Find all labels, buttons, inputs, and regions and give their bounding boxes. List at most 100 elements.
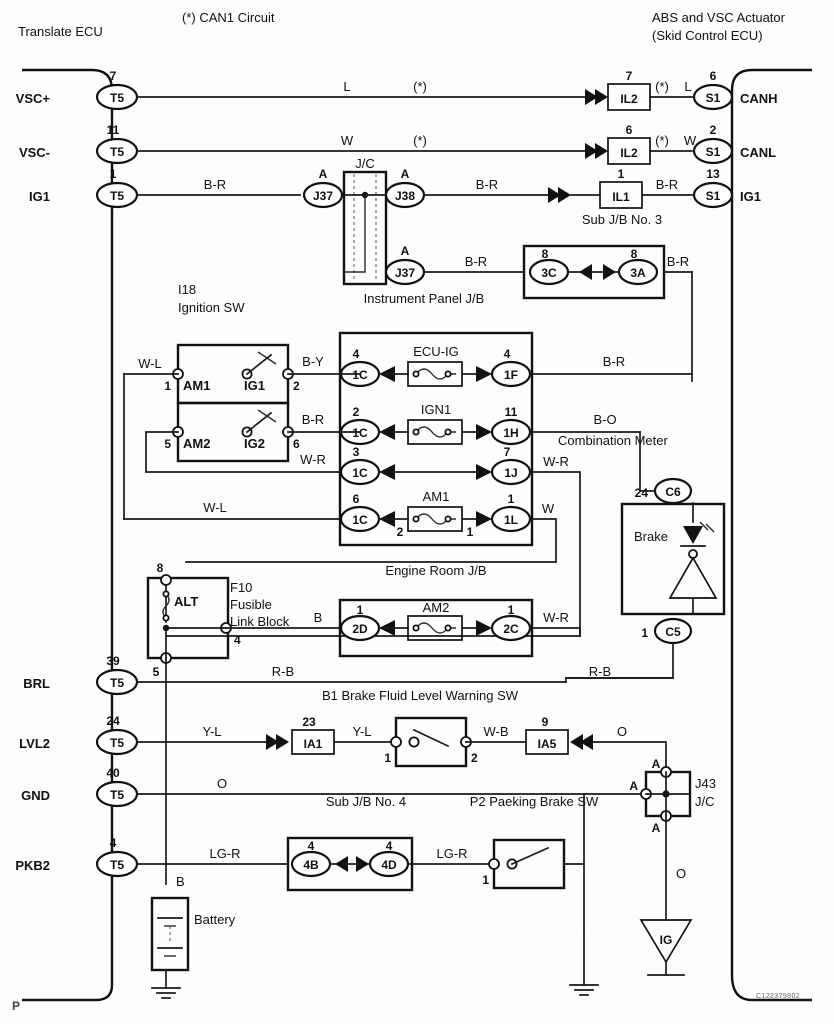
alt-link-symbol: [162, 593, 170, 619]
pbsw-pin-1: [488, 858, 500, 870]
wire-label-lvl2-o: O: [617, 724, 627, 739]
connector-4d-label: 4D: [381, 858, 397, 872]
subjb3-il2-bottom-pin: 6: [626, 123, 633, 137]
joint-ia5-pin: 9: [542, 715, 549, 729]
bfsw-pin-1: [390, 736, 402, 748]
arrow-ig1-a: [548, 187, 561, 203]
wire-label-ig1-mid: B-R: [476, 177, 498, 192]
connector-3c-pin: 8: [542, 247, 549, 261]
arrow-vscplus-a: [585, 89, 598, 105]
document-code: C122379802: [756, 993, 800, 1000]
pbsw-pin-1-label: 1: [482, 873, 489, 887]
jb-2c-label: 2C: [503, 622, 519, 636]
flb-pin-4: 4: [234, 633, 241, 647]
connector-j37-top: [302, 181, 344, 209]
ig-ground-label: IG: [660, 933, 673, 947]
arrow-3c-in: [579, 264, 592, 280]
left-pin-ig1: 1: [110, 167, 117, 181]
arrow-vscplus-b: [595, 89, 608, 105]
jb-1j-label: 1J: [504, 466, 517, 480]
arrow-3a-in: [603, 264, 616, 280]
ignition-contact-2-blade-edge: [257, 409, 277, 423]
arrow-lvl2-b: [276, 734, 289, 750]
wire-label-br-ign: B-R: [302, 412, 324, 427]
ignition-am1-label: AM1: [183, 378, 210, 393]
engine-room-jb-box: [338, 331, 534, 547]
arrow-ia5-b: [580, 734, 593, 750]
left-ecu-title: Translate ECU: [18, 24, 103, 39]
jb-1l-pin: 1: [508, 492, 515, 506]
meter-c5-label: C5: [665, 625, 681, 639]
left-connector-vscminus-name: T5: [110, 145, 124, 159]
right-connector-canl-name: S1: [706, 145, 721, 159]
connector-3c-label: 3C: [541, 266, 557, 280]
ignition-am1-pin: 1: [164, 379, 171, 393]
left-terminal-label-gnd: GND: [21, 788, 50, 803]
combination-meter-box: [620, 502, 726, 616]
fusible-link-block-box: [146, 576, 230, 660]
brake-led-ray1: [705, 523, 715, 533]
wire-label-2c-out: W-R: [543, 610, 569, 625]
meter-c6-label: C6: [665, 485, 681, 499]
right-ecu-title-line2: (Skid Control ECU): [652, 28, 763, 43]
arrow-jb-row4-right: [476, 511, 492, 527]
flb-caption-line1: Fusible: [230, 597, 272, 612]
right-ecu-body: [730, 68, 812, 1002]
connector-4d-pin: 4: [386, 839, 393, 853]
jb-2c-pin: 1: [508, 603, 515, 617]
flb-id: F10: [230, 580, 252, 595]
connector-j37-top-label: J37: [313, 189, 333, 203]
wire-label-1l-out: W: [542, 501, 555, 516]
right-connector-canh-name: S1: [706, 91, 721, 105]
wire-label-by: B-Y: [302, 354, 324, 369]
left-connector-lvl2-name: T5: [110, 736, 124, 750]
arrow-vscminus-a: [585, 143, 598, 159]
jb-fuse-ecuig-pt-l: [412, 370, 420, 378]
jb-1h-label: 1H: [503, 426, 518, 440]
wire-label-canl: W: [684, 133, 697, 148]
connector-j38-code: A: [401, 167, 410, 181]
wire-label-1f-out: B-R: [603, 354, 625, 369]
left-pin-lvl2: 24: [106, 714, 120, 728]
jb-2d-label: 2D: [352, 622, 368, 636]
ignition-contact-1-box: [176, 343, 290, 405]
bfsw-blade: [412, 728, 450, 748]
jb-fuse-am1-pt-r: [444, 515, 452, 523]
wire-label-vscminus-star: (*): [413, 133, 427, 148]
right-pin-canl: 2: [710, 123, 717, 137]
arrow-ig1-b: [558, 187, 571, 203]
wire-label-1h-out: B-O: [593, 412, 616, 427]
jb-2d-pin: 1: [357, 603, 364, 617]
corner-mark: P: [12, 999, 20, 1013]
right-connector-canh: [692, 83, 734, 111]
left-pin-pkb2: 4: [110, 836, 117, 850]
arrow-jb-row3-right: [476, 464, 492, 480]
ignition-am2-pin: 5: [164, 437, 171, 451]
bfsw-pin-2-label: 2: [471, 751, 478, 765]
jb-1c-row3-label: 1C: [352, 466, 368, 480]
jb-fuse-symbol-am2: [415, 622, 456, 634]
wire-label-lvl2-out: Y-L: [202, 724, 221, 739]
meter-amp-triangle: [668, 556, 718, 599]
connector-j38-label: J38: [395, 189, 415, 203]
j43-label-line1: J43: [695, 776, 716, 791]
wire-label-1j-out: W-R: [543, 454, 569, 469]
jb-fuse-label-ign1: IGN1: [421, 402, 451, 417]
wire-label-vscminus-left: W: [341, 133, 354, 148]
left-terminal-label-vscplus: VSC+: [16, 91, 51, 106]
joint-ia5-label: IA5: [538, 737, 557, 751]
wire-label-ig1-right: B-R: [656, 177, 678, 192]
right-connector-canl: [692, 137, 734, 165]
jb-fuse-symbol-am1: [415, 513, 456, 525]
flb-pin-5: 5: [153, 665, 160, 679]
alt-node-top: [162, 590, 170, 598]
wire-label-brl-out: R-B: [272, 664, 294, 679]
combination-meter-caption: Combination Meter: [558, 433, 668, 448]
jb-fuse-label-am2: AM2: [423, 600, 450, 615]
left-pin-vscplus: 7: [110, 69, 117, 83]
jb-fuse-am1-pin-left: 2: [397, 525, 404, 539]
wire-label-wl-row4: W-L: [203, 500, 227, 515]
jc-label: J/C: [355, 156, 375, 171]
j43-code-top: A: [652, 757, 661, 771]
